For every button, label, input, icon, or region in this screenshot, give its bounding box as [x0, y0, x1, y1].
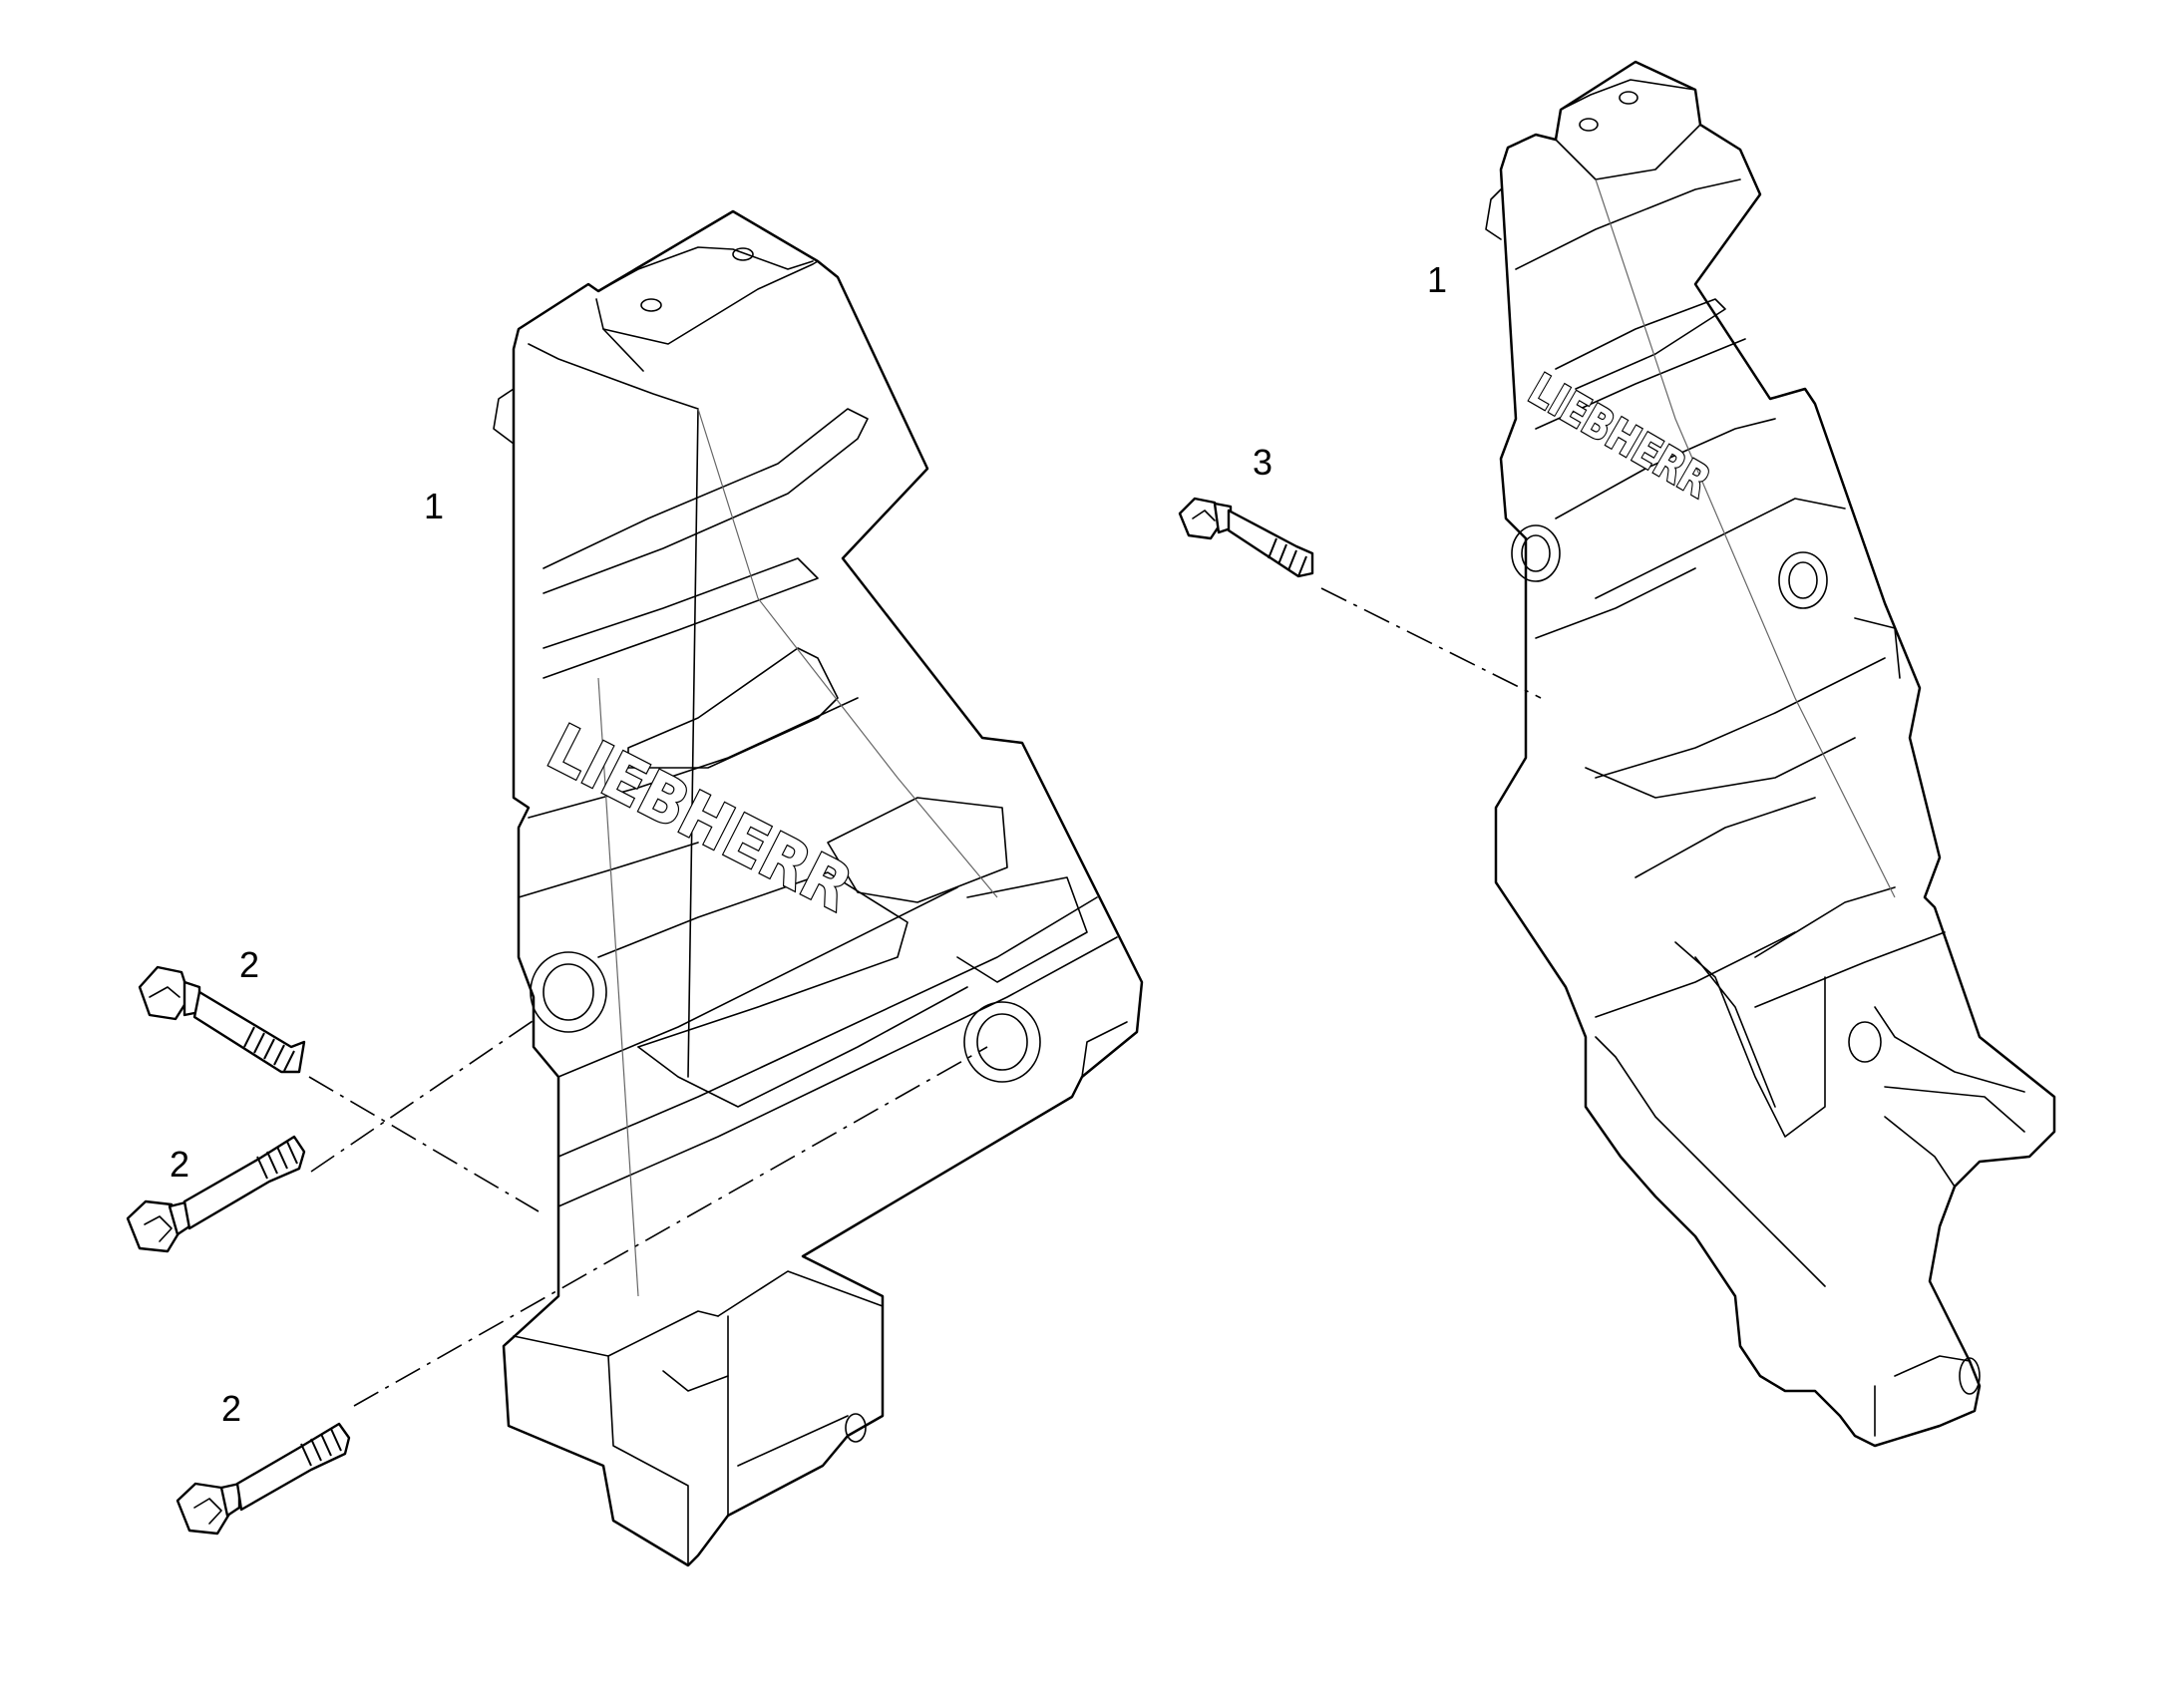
counterweight-part-left: LIEBHERR — [493, 209, 1144, 1567]
bolt-2-lower — [176, 1422, 351, 1536]
callout-bolt-middle: 2 — [170, 1144, 190, 1185]
bolt-3 — [1178, 497, 1314, 578]
callout-right-part: 1 — [1427, 259, 1448, 300]
counterweight-part-right: LIEBHERR — [1485, 60, 2056, 1448]
callout-bolt-upper: 2 — [239, 944, 260, 985]
bolt-2-upper — [138, 965, 306, 1074]
callout-bolt-lower: 2 — [221, 1388, 242, 1429]
callout-left-part: 1 — [424, 486, 445, 526]
bolt-2-middle — [126, 1135, 306, 1253]
assembly-center-lines — [308, 587, 1542, 1407]
callout-bolt-right: 3 — [1253, 442, 1273, 483]
